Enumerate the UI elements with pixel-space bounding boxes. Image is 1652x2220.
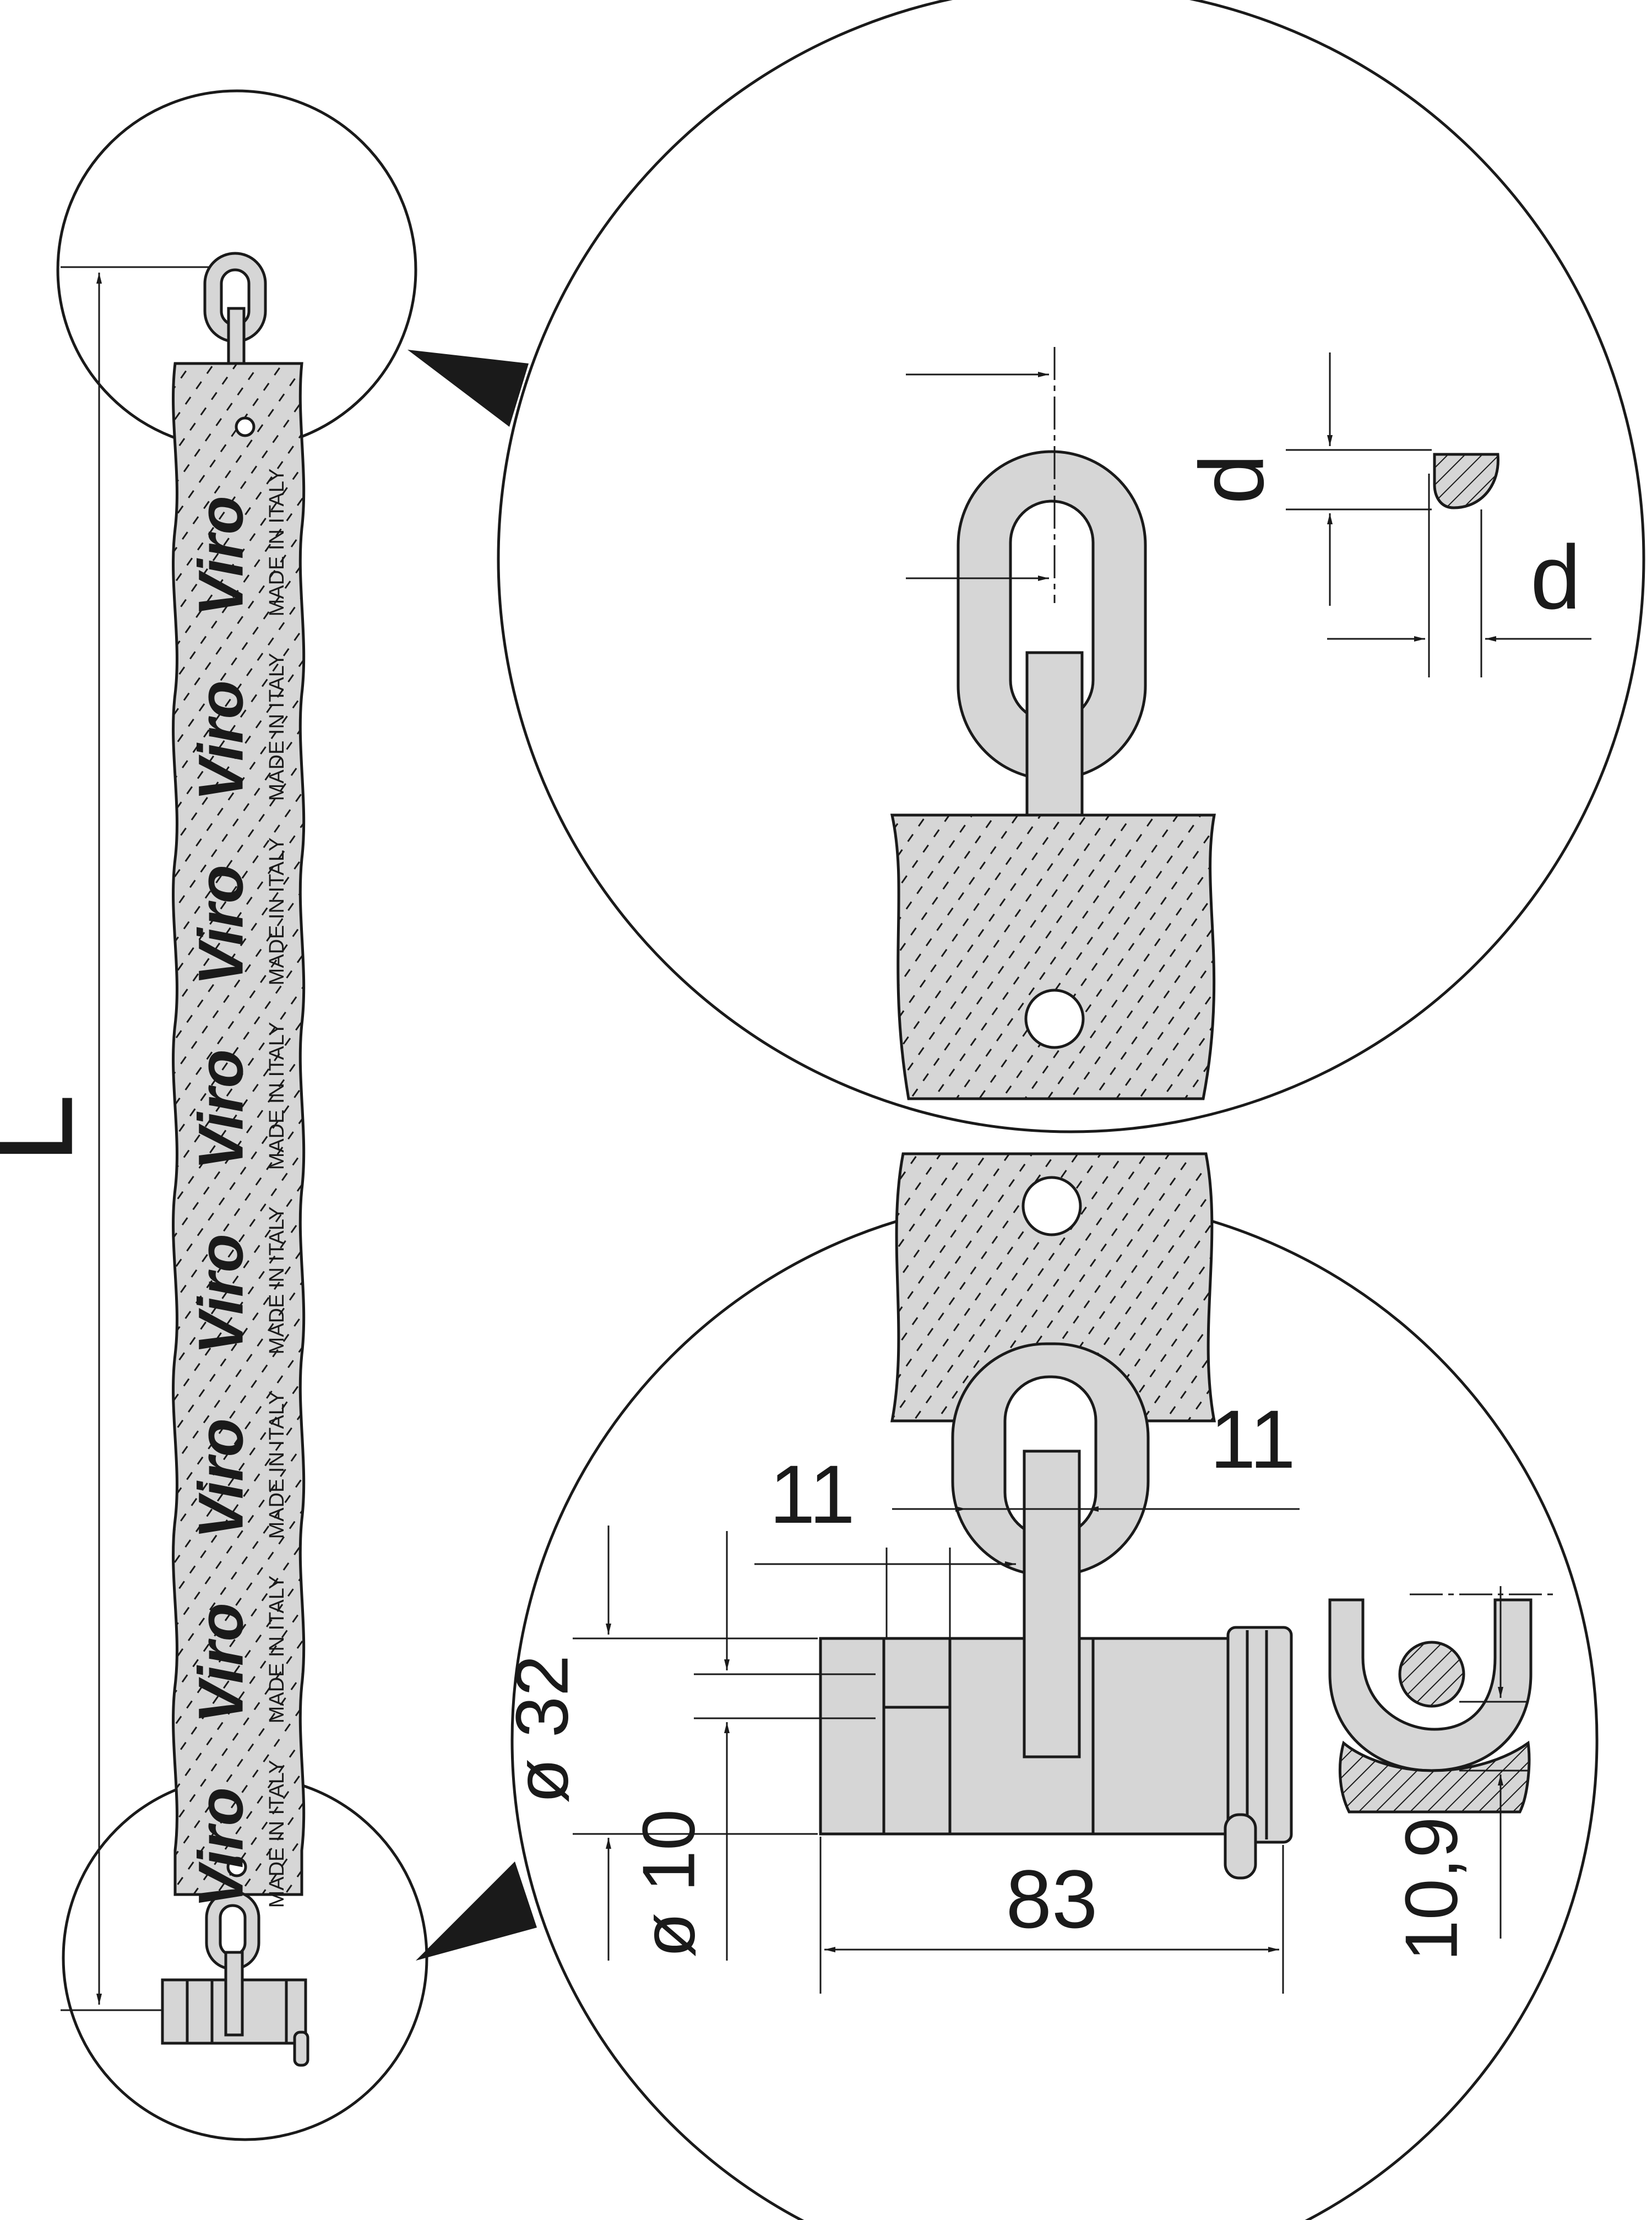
dim-l-label: L [0,1094,99,1164]
sleeve-rivet-top [235,416,256,437]
bottom-detail [510,1152,1599,2220]
sleeve-origin-text: MADE IN ITALY [265,1207,289,1355]
detail-sleeve-rivet-bottom [1021,1176,1082,1236]
dim-11-lower-label: 11 [769,1448,855,1540]
overall-view [56,89,428,2141]
top-detail [497,0,1645,1133]
pin-section [1398,1641,1465,1708]
dim-11-upper-label: 11 [1210,1393,1296,1485]
callout-pointer-bottom [416,1861,537,1961]
wire-cross-section [1433,453,1499,509]
sleeve-brand-text: Viro [186,1603,256,1723]
sleeve-brand-text: Viro [186,1049,256,1170]
callout-pointer-top [407,350,529,427]
lock-cap [1226,1626,1293,1844]
lock-key-tab [293,2031,309,2067]
detail-sleeve-bottom [890,1152,1216,1423]
sleeve-origin-text: MADE IN ITALY [265,653,289,801]
lock-stem [224,1951,244,2037]
detail-sleeve-top [890,813,1216,1100]
chain-sleeve [172,362,306,1896]
sleeve-brand-text: Viro [186,1234,256,1354]
sleeve-brand-text: Viro [186,680,256,801]
detail-link-stem [1025,651,1084,819]
lock-shackle-stem [1023,1450,1081,1758]
sleeve-brand-text: Viro [186,865,256,985]
top-link-stem [227,307,246,371]
dim-109-label: 10,9 [1390,1817,1473,1962]
sleeve-origin-text: MADE IN ITALY [265,469,289,617]
sleeve-brand-text: Viro [186,1787,256,1908]
sleeve-origin-text: MADE IN ITALY [265,838,289,986]
dim-d2-label: d [1530,526,1581,628]
sleeve-rivet-bottom [226,1857,247,1877]
shackle-section [1328,1598,1533,1772]
lock-body-slot [882,1706,952,1836]
dim-32-label: ø 32 [501,1655,584,1804]
bottom-link-hole [219,1904,247,1957]
sleeve-brand-text: Viro [186,1418,256,1539]
dim-10-label: ø 10 [627,1809,710,1958]
body-section [1338,1740,1531,1814]
sleeve-origin-text: MADE IN ITALY [265,1022,289,1170]
sleeve-brand-text: Viro [186,496,256,616]
lock-key-lug [1224,1813,1257,1880]
dim-d-label: d [1181,454,1283,504]
sleeve-origin-text: MADE IN ITALY [265,1576,289,1724]
dim-83-label: 83 [1006,1853,1098,1945]
sleeve-origin-text: MADE IN ITALY [265,1760,289,1908]
detail-sleeve-rivet [1024,989,1085,1049]
sleeve-origin-text: MADE IN ITALY [265,1391,289,1539]
